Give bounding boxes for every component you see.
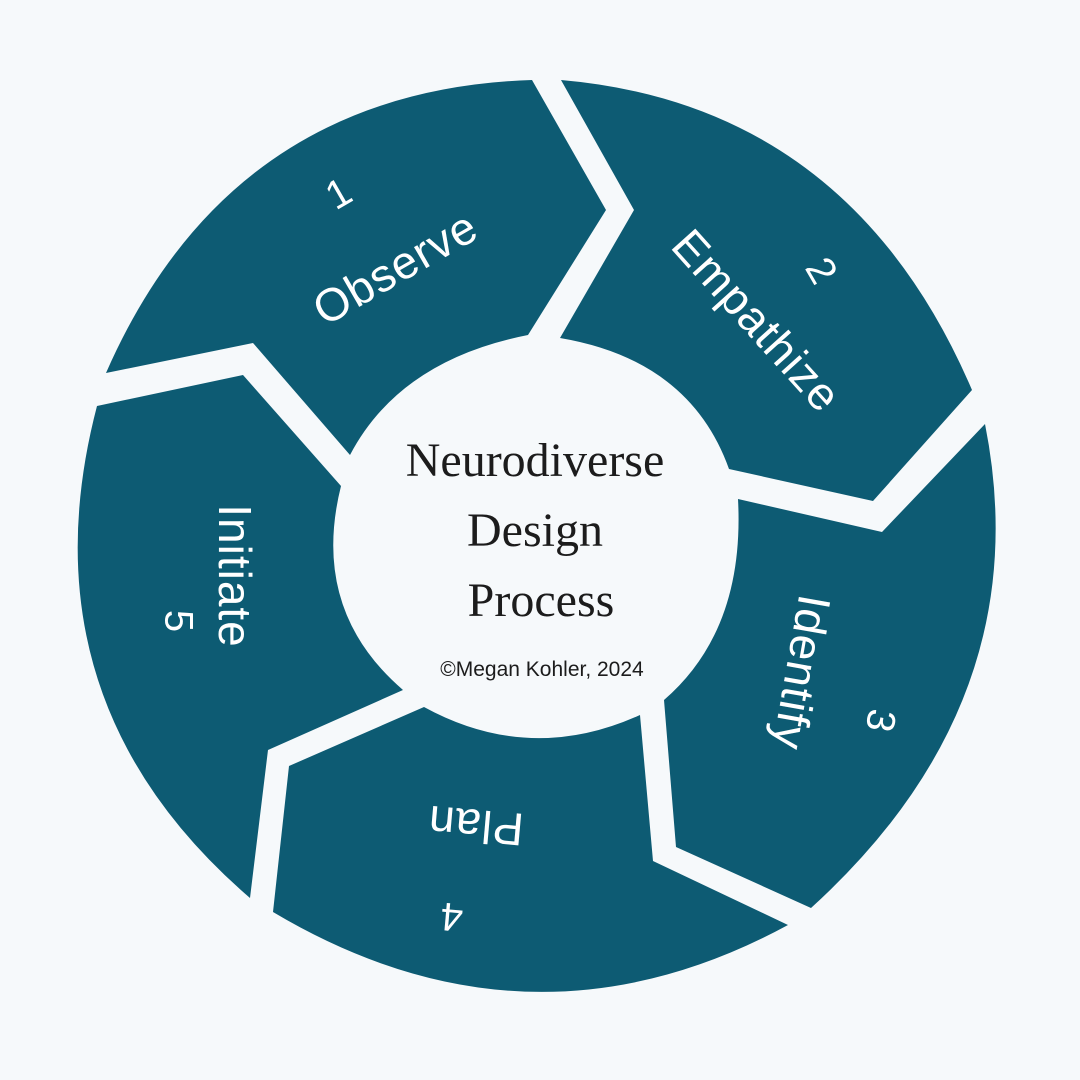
segment-initiate: 5 Initiate bbox=[77, 375, 403, 898]
step-5-number: 5 bbox=[156, 610, 200, 632]
title-line-3: Process bbox=[468, 574, 615, 627]
segment-plan: 4 Plan bbox=[273, 707, 788, 992]
segment-identify: 3 Identify bbox=[664, 424, 996, 908]
step-5-label: Initiate bbox=[209, 504, 261, 648]
step-4-number: 4 bbox=[439, 894, 465, 940]
center-label: Neurodiverse Design Process ©Megan Kohle… bbox=[406, 434, 665, 681]
segment-plan-shape bbox=[273, 707, 788, 992]
segment-observe: 1 Observe bbox=[106, 80, 606, 455]
title-line-2: Design bbox=[467, 504, 603, 557]
segment-observe-shape bbox=[106, 80, 606, 455]
copyright-text: ©Megan Kohler, 2024 bbox=[440, 658, 644, 681]
segment-empathize: 2 Empathize bbox=[560, 80, 972, 501]
segment-empathize-shape bbox=[560, 80, 972, 501]
segment-identify-shape bbox=[664, 424, 996, 908]
segment-initiate-shape bbox=[77, 375, 403, 898]
title-line-1: Neurodiverse bbox=[406, 434, 665, 487]
step-4-label: Plan bbox=[426, 796, 526, 856]
